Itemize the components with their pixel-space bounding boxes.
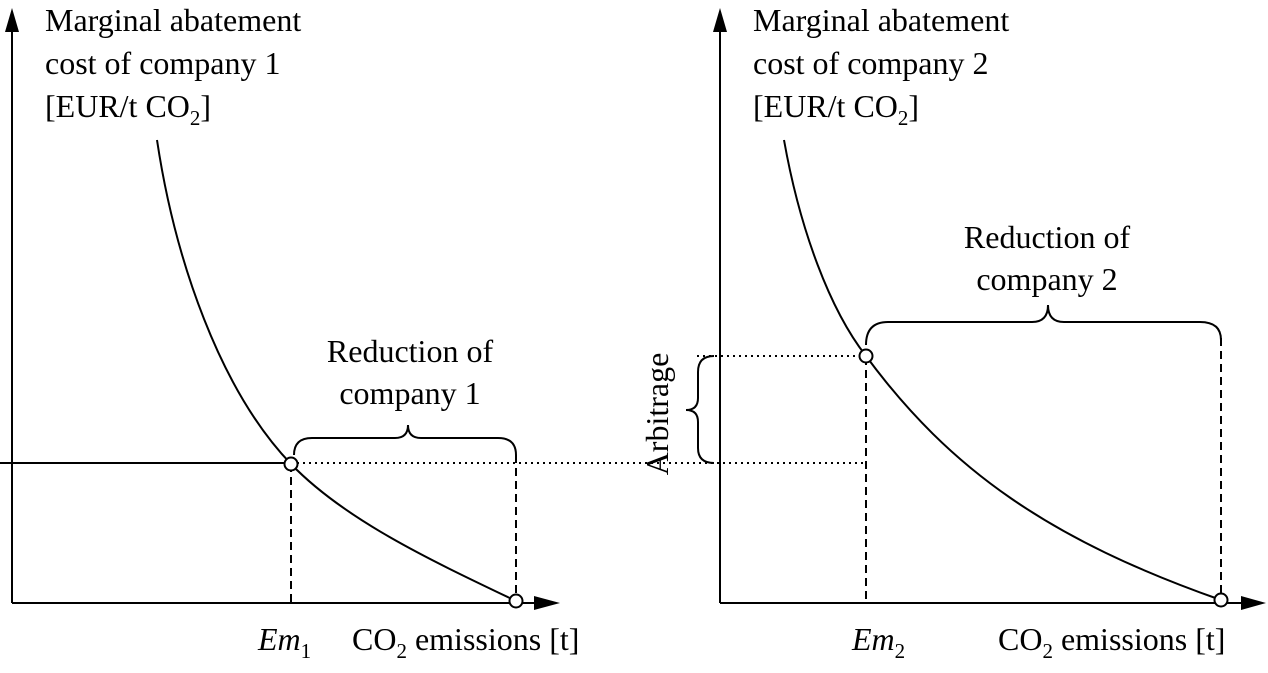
- panel2-ylabel-line2: cost of company 2: [753, 45, 989, 81]
- panel1-ylabel-line2: cost of company 1: [45, 45, 281, 81]
- panel1-zero-point: [508, 593, 524, 609]
- panel1-x-axis-arrow: [534, 596, 560, 610]
- panel1-reduction-label-line1: Reduction of: [327, 333, 494, 369]
- panel1-y-axis-arrow: [5, 8, 19, 32]
- panel2-x-axis-label: CO2 emissions [t]: [998, 621, 1225, 663]
- panel1-reduction-label-line2: company 1: [339, 375, 480, 411]
- panel2-y-axis-arrow: [713, 8, 727, 32]
- panel2-ylabel-line1: Marginal abatement: [753, 2, 1009, 38]
- panel2-equilibrium-point: [858, 348, 874, 364]
- panel1-x-axis-label: CO2 emissions [t]: [352, 621, 579, 663]
- panel1-equilibrium-point: [283, 456, 299, 472]
- panel1-em-label: Em1: [257, 621, 311, 663]
- panel2-reduction-label-line2: company 2: [976, 261, 1117, 297]
- arbitrage-brace: [685, 355, 715, 464]
- panel1-ylabel-line1: Marginal abatement: [45, 2, 301, 38]
- arbitrage-label: Arbitrage: [639, 353, 675, 476]
- panel2-reduction-label-line1: Reduction of: [964, 219, 1131, 255]
- panel2-em-label: Em2: [851, 621, 905, 663]
- panel1-cost-curve: [156, 139, 517, 602]
- panel2-x-axis-arrow: [1241, 596, 1266, 610]
- panel2-cost-curve: [783, 139, 1222, 601]
- panel1-reduction-brace: [293, 424, 517, 456]
- panel2-reduction-brace: [865, 304, 1222, 346]
- panel2-ylabel-line3: [EUR/t CO2]: [753, 88, 919, 130]
- panel2-zero-point: [1213, 592, 1229, 608]
- panel1-ylabel-line3: [EUR/t CO2]: [45, 88, 211, 130]
